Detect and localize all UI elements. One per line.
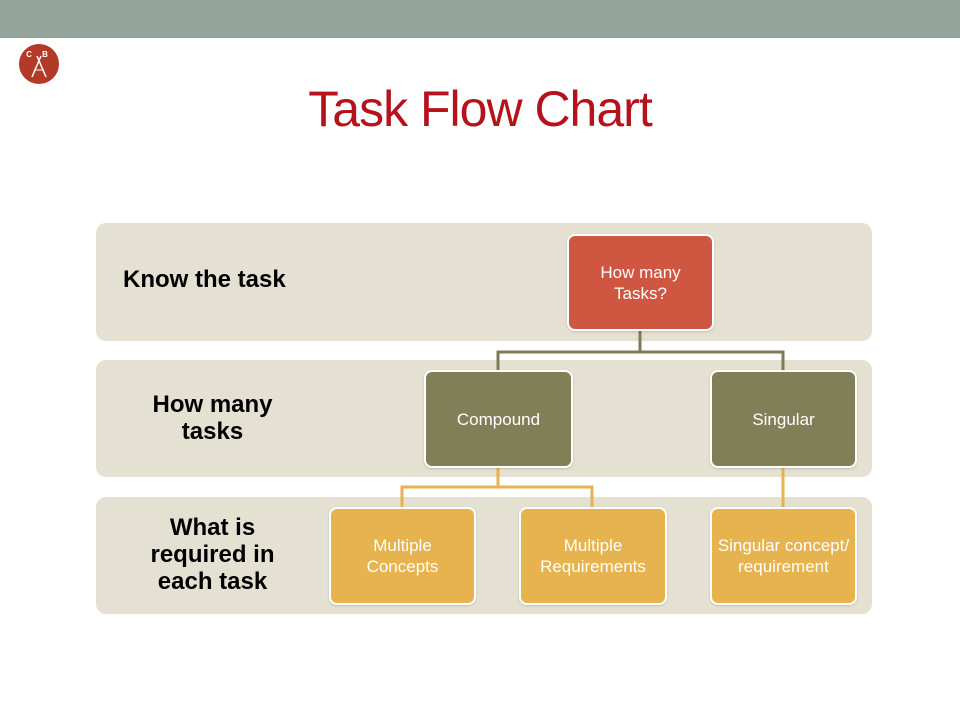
node-compound: Compound: [424, 370, 573, 468]
node-multiple-concepts: Multiple Concepts: [329, 507, 476, 605]
node-singular-concept: Singular concept/ requirement: [710, 507, 857, 605]
band-label-know-the-task: Know the task: [123, 266, 286, 293]
band-label-how-many-tasks: How many tasks: [152, 391, 273, 445]
header-bar: [0, 0, 960, 38]
connector-compound-to-children: [400, 467, 594, 508]
logo-text: C B: [26, 50, 52, 59]
node-how-many-tasks: How many Tasks?: [567, 234, 714, 331]
band-know-the-task: [96, 223, 872, 341]
band-label-requirements: What is required in each task: [150, 514, 275, 595]
node-multiple-requirements: Multiple Requirements: [519, 507, 667, 605]
slide-title: Task Flow Chart: [308, 81, 652, 137]
logo: C B: [19, 44, 59, 84]
node-singular: Singular: [710, 370, 857, 468]
connector-top-to-mid: [496, 330, 785, 372]
logo-icon: [31, 55, 47, 78]
